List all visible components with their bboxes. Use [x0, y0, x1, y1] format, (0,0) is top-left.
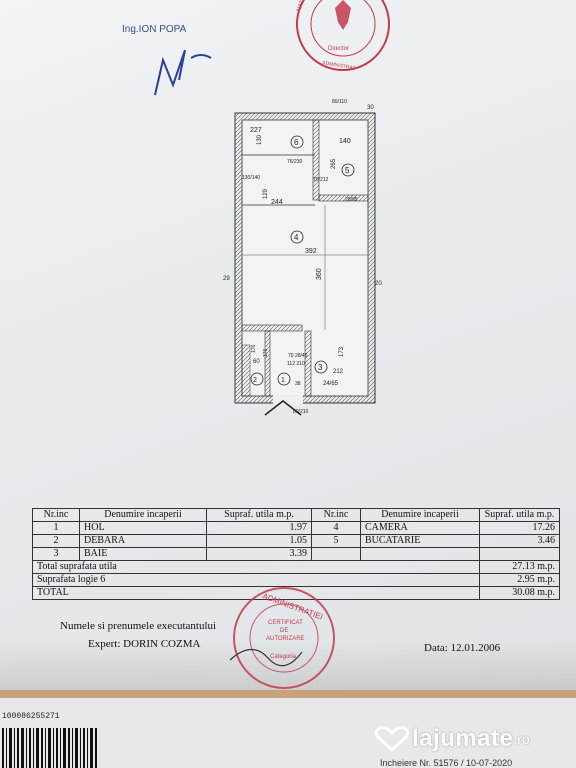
rooms-table: Nr.inc Denumire incaperii Supraf. utila … — [32, 508, 560, 600]
plan-label: 29/95 — [345, 197, 358, 203]
engineer-signature — [154, 49, 212, 96]
table-cell: 5 — [311, 534, 361, 548]
plan-label: 24/65 — [323, 381, 339, 387]
plan-label: 392 — [305, 248, 317, 255]
table-cell: 3 — [32, 547, 80, 561]
plan-label: 130/140 — [242, 175, 260, 181]
plan-label: 212 — [333, 369, 344, 375]
plan-label: 70 28/45 — [288, 353, 308, 359]
room-number-4: 4 — [294, 233, 299, 242]
table-cell: BAIE — [79, 547, 207, 561]
wall-bath — [304, 330, 312, 397]
svg-text:DE: DE — [280, 628, 288, 634]
table-cell: 1 — [32, 521, 80, 535]
entrance-arrow-icon — [264, 400, 302, 416]
table-header: Denumire incaperii — [360, 508, 480, 522]
expert-title: Numele si prenumele executantului — [60, 620, 217, 632]
svg-text:AUTORIZARE: AUTORIZARE — [266, 636, 305, 642]
table-row: 2 DEBARA 1.05 5 BUCATARIE 3.46 — [32, 534, 560, 548]
table-header: Nr.inc — [32, 508, 80, 522]
room-number-6: 6 — [294, 138, 299, 147]
page-edge-strip — [0, 690, 576, 698]
watermark-text: lajumate — [412, 725, 514, 752]
room-number-2: 2 — [253, 377, 257, 384]
document-date: Data: 12.01.2006 — [424, 642, 501, 654]
watermark-tld: .ro — [513, 731, 530, 747]
table-cell — [479, 547, 560, 561]
plan-label: 80/110 — [332, 99, 347, 105]
table-cell: 17.26 — [479, 521, 560, 535]
total-value: 27.13 m.p. — [479, 560, 560, 574]
table-cell: 3.46 — [479, 534, 560, 548]
barcode — [2, 728, 97, 768]
official-stamp-top: NATIONALA Director ADMINISTRAT — [296, 0, 390, 72]
svg-text:ADMINISTRAT: ADMINISTRAT — [322, 60, 356, 72]
plan-label: 129 — [263, 188, 269, 199]
incheiere-number: Incheiere Nr. 51576 / 10-07-2020 — [380, 758, 513, 768]
plan-label: 29 — [223, 276, 230, 282]
plan-label: 60 — [253, 359, 260, 365]
plan-label: 30 — [367, 105, 374, 111]
room-number-1: 1 — [281, 377, 285, 384]
total-label: TOTAL — [32, 586, 480, 600]
total-value: 2.95 m.p. — [479, 573, 560, 587]
official-stamp-bottom: ADMINISTRATIEI CERTIFICAT DE AUTORIZARE … — [229, 587, 335, 689]
svg-text:CERTIFICAT: CERTIFICAT — [268, 620, 303, 626]
total-row: TOTAL 30.08 m.p. — [32, 586, 560, 600]
table-cell: BUCATARIE — [360, 534, 480, 548]
heart-hands-icon — [374, 726, 410, 753]
table-row: 1 HOL 1.97 4 CAMERA 17.26 — [32, 521, 560, 535]
table-header: Nr.inc — [311, 508, 361, 522]
total-label: Total suprafata utila — [32, 560, 480, 574]
table-cell: CAMERA — [360, 521, 480, 535]
table-cell — [360, 547, 480, 561]
engineer-name: Ing.ION POPA — [122, 24, 187, 35]
table-header: Denumire incaperii — [79, 508, 207, 522]
wall-bottom-left — [241, 324, 303, 332]
total-row: Total suprafata utila 27.13 m.p. — [32, 560, 560, 574]
table-header-row: Nr.inc Denumire incaperii Supraf. utila … — [32, 508, 560, 522]
wall-storage — [264, 330, 271, 397]
svg-text:NATIONALA: NATIONALA — [296, 0, 313, 13]
table-row: 3 BAIE 3.39 — [32, 547, 560, 561]
floor-plan: 227 130 6 140 265 5 76/230 70/212 130/14… — [223, 99, 382, 416]
plan-label: 265 — [331, 158, 337, 169]
plan-label: 176 — [263, 348, 269, 357]
plan-label: 76/230 — [287, 159, 303, 165]
total-value: 30.08 m.p. — [479, 586, 560, 600]
expert-name: Expert: DORIN COZMA — [88, 638, 201, 650]
table-header: Supraf. utila m.p. — [206, 508, 312, 522]
wall-6-5 — [312, 119, 320, 201]
plan-label: 360 — [316, 268, 323, 280]
table-cell: 1.97 — [206, 521, 312, 535]
plan-label: 38 — [295, 381, 301, 387]
barcode-number: 100086255271 — [2, 712, 60, 721]
svg-text:Director: Director — [328, 46, 349, 52]
plan-label: 112 210 — [287, 361, 305, 367]
plan-label: 244 — [271, 199, 283, 206]
table-cell: 3.39 — [206, 547, 312, 561]
plan-label: 20 — [375, 281, 382, 287]
table-cell: 1.05 — [206, 534, 312, 548]
table-cell — [311, 547, 361, 561]
plan-label: 227 — [250, 127, 262, 134]
table-cell: HOL — [79, 521, 207, 535]
table-header: Supraf. utila m.p. — [479, 508, 560, 522]
table-cell: DEBARA — [79, 534, 207, 548]
plan-label: 176 — [251, 344, 257, 353]
plan-label: 140 — [339, 138, 351, 145]
room-number-5: 5 — [345, 166, 350, 175]
plan-label: 80/210 — [293, 409, 309, 415]
plan-label: 130 — [257, 134, 263, 145]
svg-text:Categoria: Categoria — [270, 654, 297, 660]
site-watermark: lajumate.ro — [372, 724, 530, 754]
plan-label: 173 — [339, 346, 345, 357]
table-cell: 2 — [32, 534, 80, 548]
wall-left-small — [241, 344, 251, 397]
table-cell: 4 — [311, 521, 361, 535]
room-number-3: 3 — [318, 363, 323, 372]
plan-label: 70/212 — [313, 177, 329, 183]
wall-kitchen — [318, 194, 369, 202]
